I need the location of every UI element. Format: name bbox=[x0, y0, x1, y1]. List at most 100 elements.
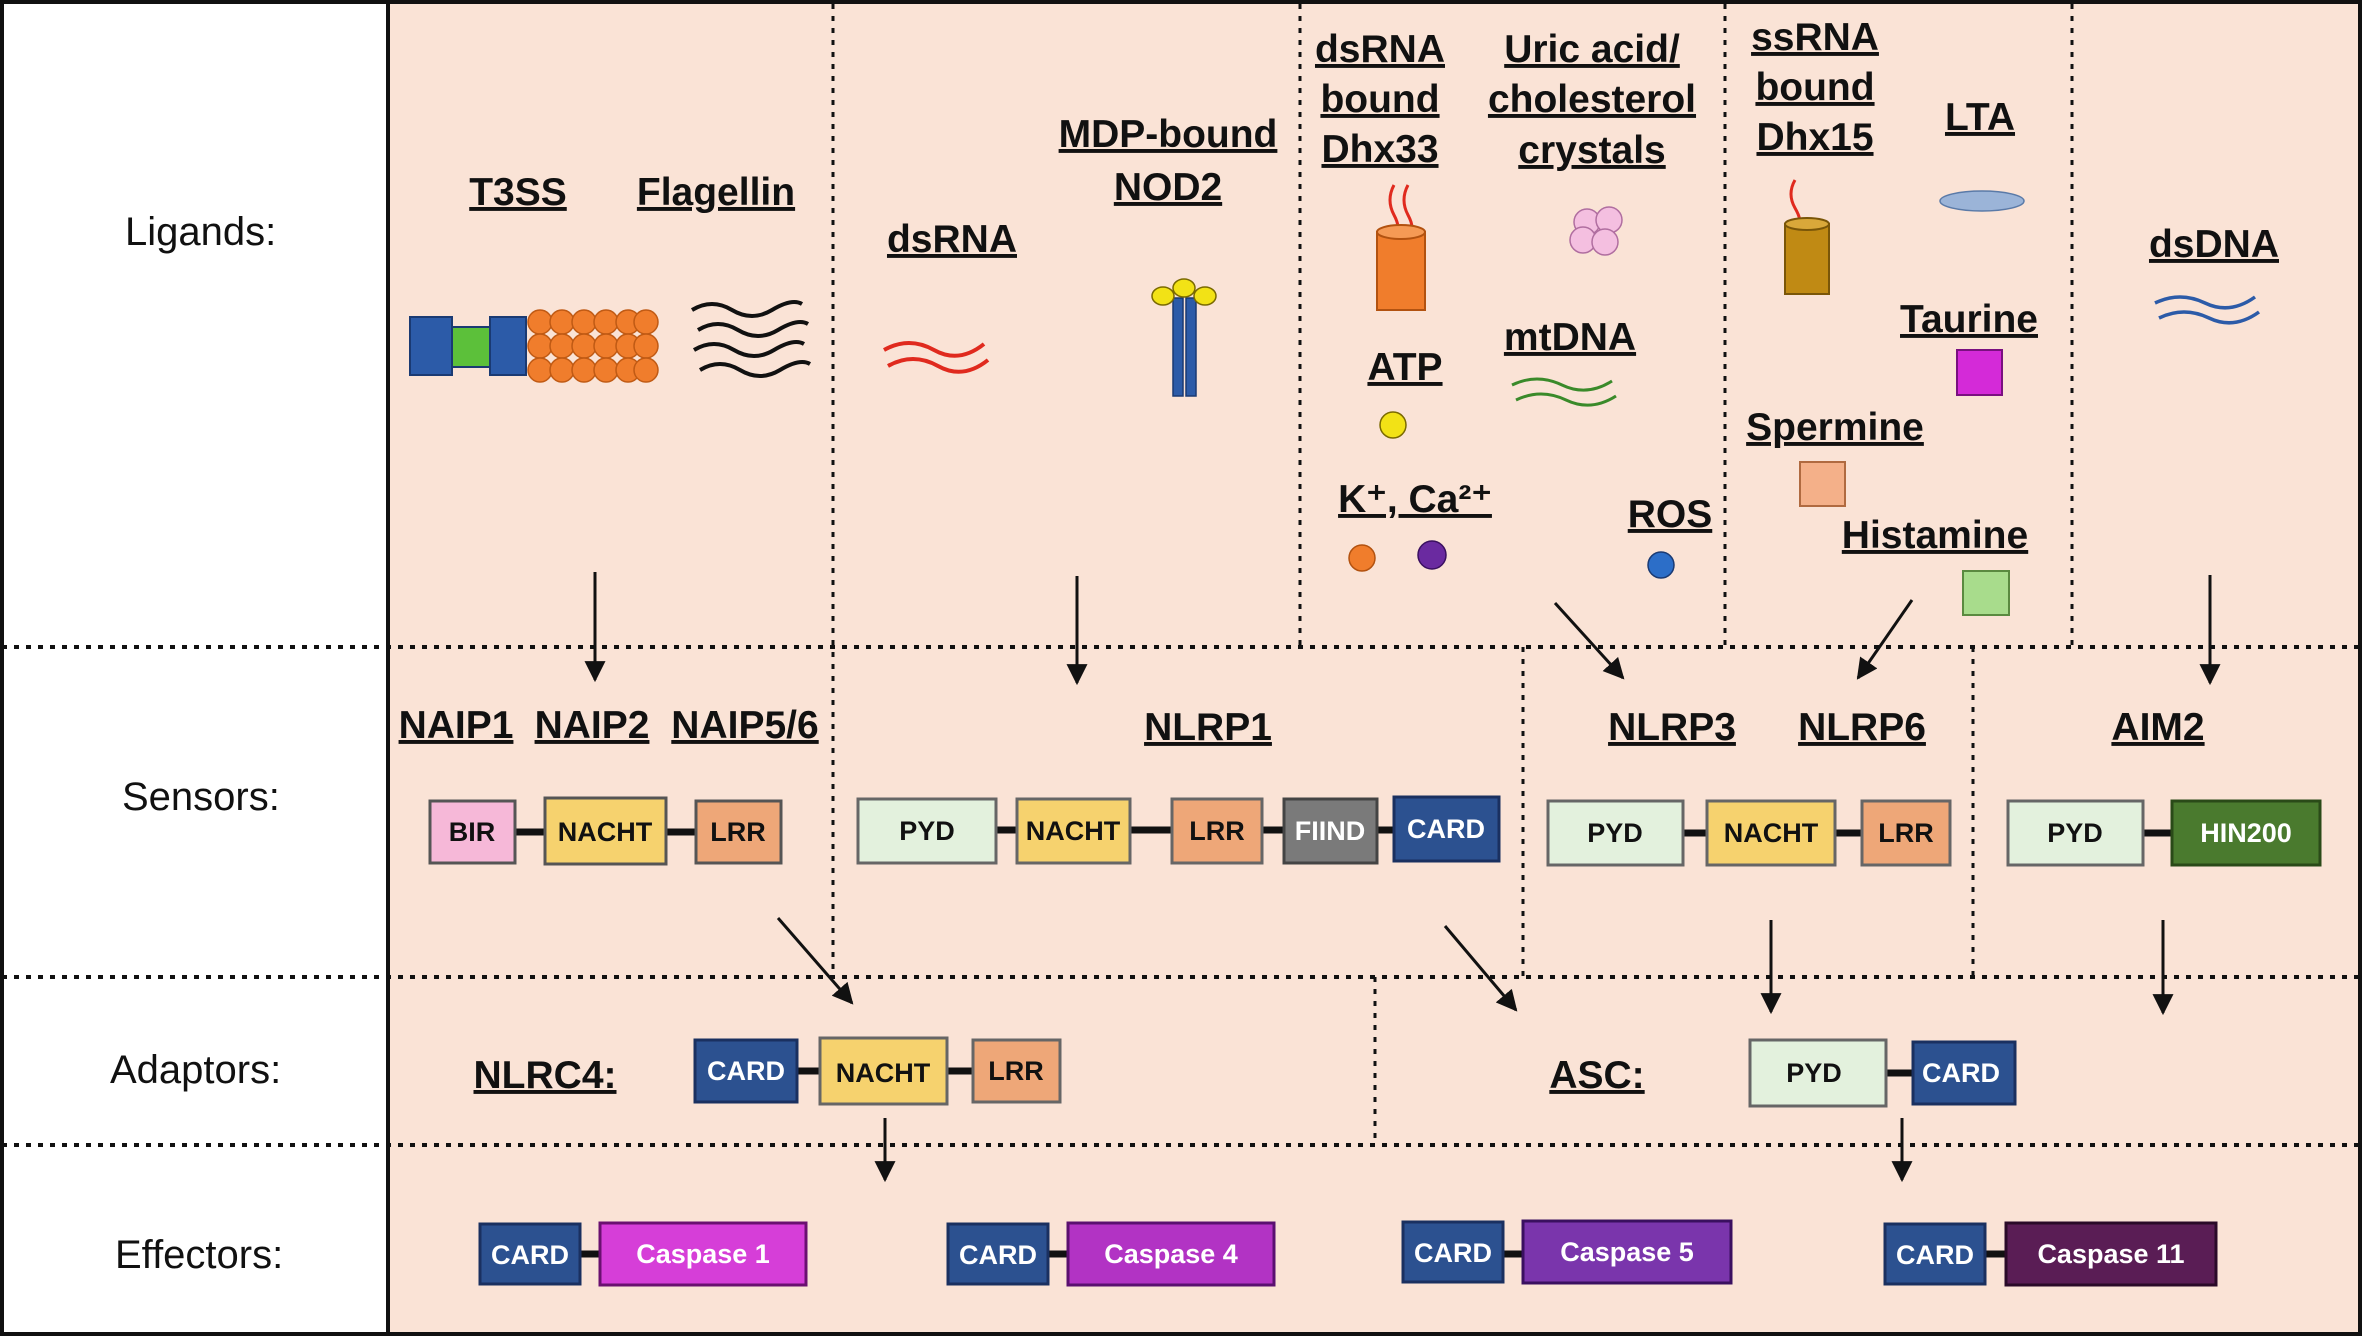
domain-pyd bbox=[1748, 1038, 1888, 1108]
domain-lrr-label: LRR bbox=[710, 817, 766, 847]
ligand-taurine-label: Taurine bbox=[1900, 298, 2038, 341]
domain-card bbox=[693, 1038, 799, 1104]
domain-card-label: CARD bbox=[959, 1240, 1037, 1270]
domain-card-label: CARD bbox=[491, 1240, 569, 1270]
domain-card bbox=[1392, 795, 1501, 863]
dhx15-icon bbox=[1784, 179, 1830, 295]
domain-nacht bbox=[818, 1036, 949, 1106]
dsdna-icon bbox=[2154, 295, 2261, 325]
domain-card-label: CARD bbox=[1896, 1240, 1974, 1270]
ligand-ssrna-dhx15-label-1: ssRNA bbox=[1751, 16, 1879, 59]
domain-nacht bbox=[1705, 799, 1837, 867]
ligand-dsrna-dhx33-label-1: dsRNA bbox=[1315, 28, 1445, 71]
domain-nacht-label: NACHT bbox=[836, 1058, 931, 1088]
label-column bbox=[2, 2, 388, 1334]
domain-card-label: CARD bbox=[1922, 1058, 2000, 1088]
domain-lrr bbox=[1860, 799, 1952, 867]
ros-icon bbox=[1647, 551, 1675, 579]
domain-hin200-label: HIN200 bbox=[2200, 818, 2292, 848]
calcium-icon bbox=[1417, 540, 1447, 570]
ligand-uric-acid-label-2: cholesterol bbox=[1488, 78, 1696, 121]
sensor-nlrp1-label: NLRP1 bbox=[1144, 706, 1272, 749]
caspase5-label: Caspase 5 bbox=[1560, 1237, 1694, 1267]
lta-icon bbox=[1939, 190, 2025, 212]
arrows bbox=[584, 572, 2221, 1183]
domain-lrr bbox=[694, 799, 783, 865]
nlrp3-nlrp6-domain-bar: PYD NACHT LRR bbox=[1546, 799, 1952, 867]
domain-nacht bbox=[1015, 797, 1132, 865]
arrow-naip-nlrc4 bbox=[776, 917, 854, 1005]
ligand-uric-acid-label-1: Uric acid/ bbox=[1504, 28, 1680, 71]
domain-lrr-label: LRR bbox=[1189, 816, 1245, 846]
histamine-icon bbox=[1962, 570, 2010, 616]
domain-pyd-label: PYD bbox=[1786, 1058, 1842, 1088]
row-dividers bbox=[2, 645, 2360, 1147]
domain-lrr bbox=[971, 1038, 1062, 1104]
domain-card bbox=[478, 1222, 582, 1286]
domain-pyd bbox=[1546, 799, 1685, 867]
ligand-flagellin-label: Flagellin bbox=[637, 171, 795, 214]
sensor-nlrp3-label: NLRP3 bbox=[1608, 706, 1736, 749]
ligand-t3ss-label: T3SS bbox=[469, 171, 567, 214]
arrow-nlrp6 bbox=[1856, 599, 1914, 680]
ligand-dsdna-label: dsDNA bbox=[2149, 223, 2279, 266]
domain-hin200 bbox=[2170, 799, 2322, 867]
ligand-dsrna-dhx33-label-3: Dhx33 bbox=[1321, 128, 1438, 171]
ligand-atp-label: ATP bbox=[1367, 346, 1442, 389]
ligand-dsrna-dhx33-label-2: bound bbox=[1320, 78, 1439, 121]
ligand-lta-label: LTA bbox=[1945, 96, 2015, 139]
atp-icon bbox=[1379, 411, 1407, 439]
nlrc4-domain-bar: CARD NACHT LRR bbox=[693, 1036, 1062, 1106]
spermine-icon bbox=[1799, 461, 1846, 507]
sensor-aim2-label: AIM2 bbox=[2111, 706, 2204, 749]
domain-pyd-label: PYD bbox=[899, 816, 955, 846]
ligand-mtdna-label: mtDNA bbox=[1504, 316, 1636, 359]
mdp-nod2-icon bbox=[1151, 278, 1217, 397]
row-label-sensors: Sensors: bbox=[122, 775, 280, 819]
effector-caspase11: CARD Caspase 11 bbox=[1883, 1221, 2218, 1287]
row-label-ligands: Ligands: bbox=[125, 210, 276, 254]
domain-pyd-label: PYD bbox=[2047, 818, 2103, 848]
domain-caspase5 bbox=[1521, 1219, 1733, 1285]
domain-pyd bbox=[2006, 799, 2145, 867]
domain-card bbox=[946, 1222, 1050, 1286]
domain-pyd-label: PYD bbox=[1587, 818, 1643, 848]
arrow-nlrp1-asc bbox=[1443, 925, 1518, 1012]
asc-domain-bar: PYD CARD bbox=[1748, 1038, 2017, 1108]
effector-caspase1: CARD Caspase 1 bbox=[478, 1221, 808, 1287]
domain-nacht bbox=[543, 796, 668, 866]
ligand-ssrna-dhx15-label-2: bound bbox=[1755, 66, 1874, 109]
domain-pyd bbox=[856, 797, 998, 865]
domain-nacht-label: NACHT bbox=[1026, 816, 1121, 846]
ligand-spermine-label: Spermine bbox=[1746, 406, 1924, 449]
adaptor-nlrc4-label: NLRC4: bbox=[474, 1054, 617, 1097]
naip-domain-bar: BIR NACHT LRR bbox=[428, 796, 783, 866]
ligand-mdp-nod2-label-1: MDP-bound bbox=[1059, 113, 1278, 156]
domain-card-label: CARD bbox=[1407, 814, 1485, 844]
domain-lrr bbox=[1170, 797, 1264, 865]
t3ss-needle-icon bbox=[409, 309, 659, 383]
caspase1-label: Caspase 1 bbox=[636, 1239, 770, 1269]
taurine-icon bbox=[1956, 349, 2003, 396]
domain-card bbox=[1911, 1040, 2017, 1106]
domain-caspase4 bbox=[1066, 1221, 1276, 1287]
domain-card bbox=[1401, 1220, 1505, 1284]
ligand-histamine-label: Histamine bbox=[1842, 514, 2028, 557]
domain-caspase1 bbox=[598, 1221, 808, 1287]
domain-caspase11 bbox=[2004, 1221, 2218, 1287]
ligand-dsrna-label: dsRNA bbox=[887, 218, 1017, 261]
domain-fiind-label: FIIND bbox=[1295, 816, 1366, 846]
domain-bir-label: BIR bbox=[449, 817, 496, 847]
domain-card bbox=[1883, 1222, 1987, 1286]
domain-lrr-label: LRR bbox=[988, 1056, 1044, 1086]
dhx33-icon bbox=[1376, 184, 1426, 311]
ligand-uric-acid-label-3: crystals bbox=[1518, 129, 1665, 172]
ligand-ssrna-dhx15-label-3: Dhx15 bbox=[1756, 116, 1873, 159]
arrow-nlrp3 bbox=[1553, 601, 1625, 680]
caspase4-label: Caspase 4 bbox=[1104, 1239, 1238, 1269]
domain-card-label: CARD bbox=[707, 1056, 785, 1086]
dsrna-icon bbox=[883, 341, 990, 374]
row-label-adaptors: Adaptors: bbox=[110, 1048, 281, 1092]
